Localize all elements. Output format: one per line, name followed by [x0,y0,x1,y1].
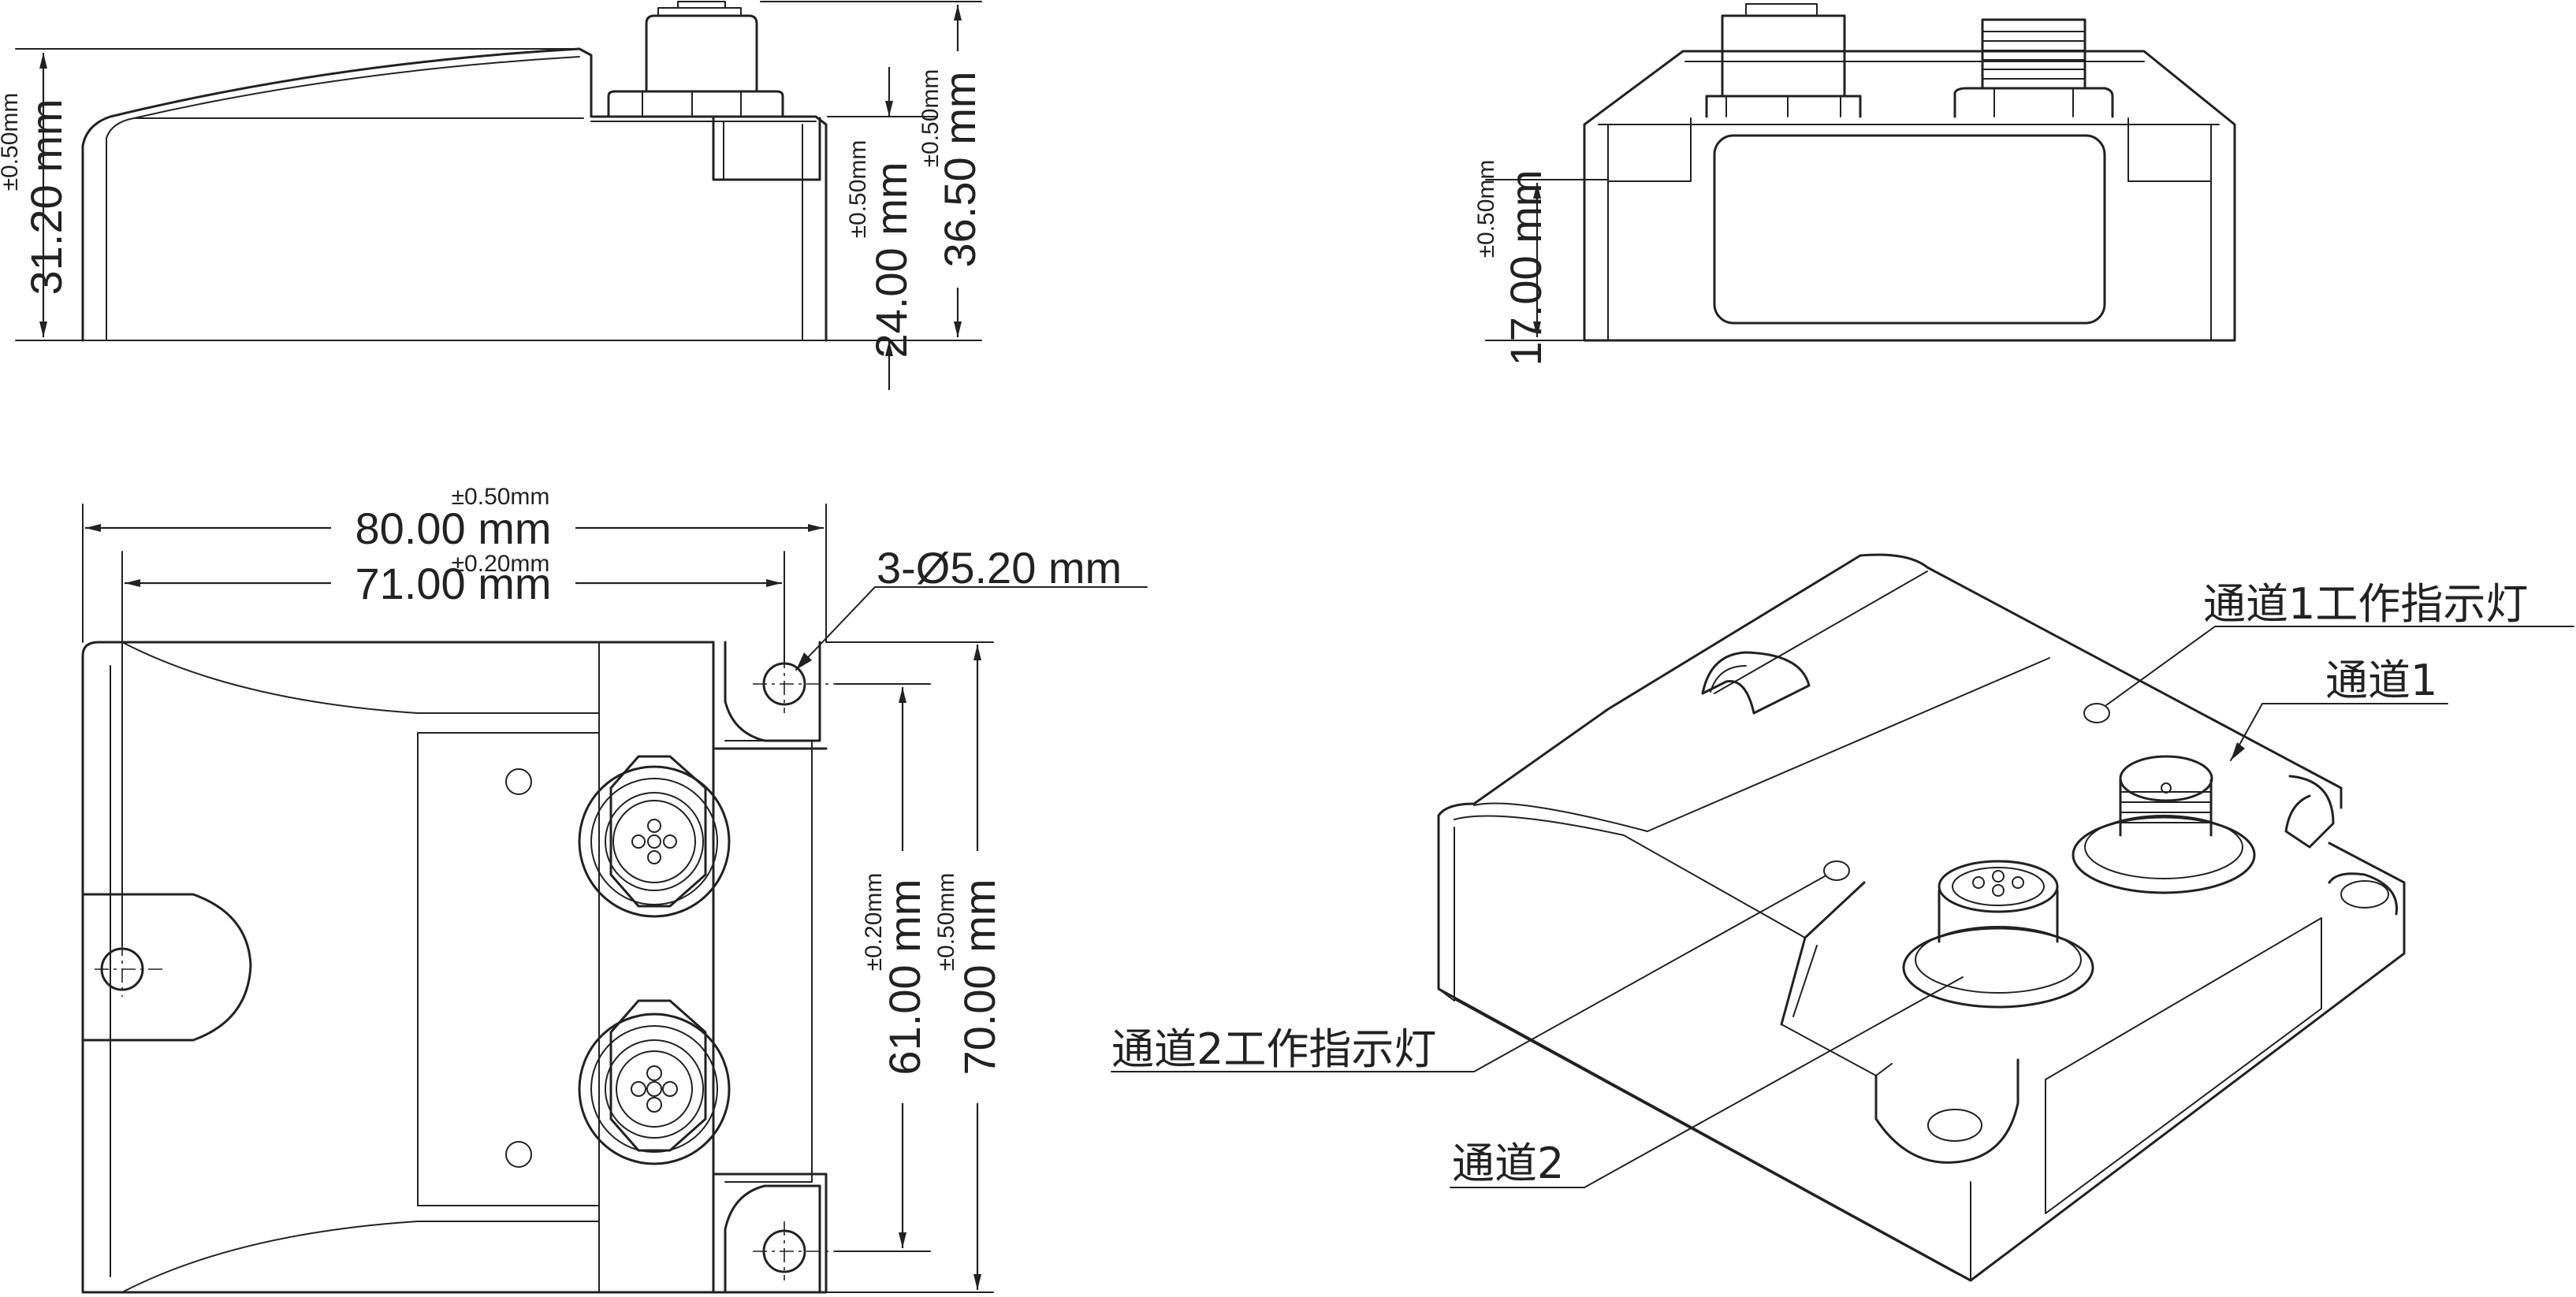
top-pitch-tol: ±0.20mm [452,551,550,577]
top-width-tol: ±0.50mm [452,484,550,510]
iso-connector-2 [1902,860,2094,1009]
top-width-value: 80.00 mm [356,504,552,553]
side-height-value: 31.20 mm [21,99,71,295]
top-depth-tol: ±0.50mm [933,873,959,972]
ch1-led-icon [2083,703,2110,723]
front-height-value: 17.00 mm [1501,170,1550,366]
side-total-tol: ±0.50mm [918,69,944,168]
side-view: 31.20 mm ±0.50mm 24.00 mm ±0.50mm 36.50 … [0,1,985,390]
side-body-value: 24.00 mm [866,162,916,359]
isometric-view: 通道1工作指示灯 通道1 通道2工作指示灯 通道2 [1111,553,2574,1282]
side-height-tol: ±0.50mm [0,93,23,191]
iso-connector-1 [2072,755,2256,894]
holes-value: 3-Ø5.20 mm [877,543,1122,593]
callout-ch1-led: 通道1工作指示灯 [2203,579,2528,629]
top-connector-2 [578,999,731,1165]
top-connector-1 [578,755,731,918]
top-span-value: 61.00 mm [880,879,929,1076]
top-pitch-value: 71.00 mm [356,559,552,608]
front-height-tol: ±0.50mm [1473,160,1499,258]
callout-ch2: 通道2 [1452,1139,1564,1188]
top-depth-value: 70.00 mm [955,879,1004,1076]
ch2-led-icon [1823,860,1850,881]
side-total-value: 36.50 mm [935,72,985,268]
callout-ch2-led: 通道2工作指示灯 [1111,1024,1436,1074]
top-span-tol: ±0.20mm [861,873,887,972]
front-view: 17.00 mm ±0.50mm [1473,3,2236,366]
callout-ch1: 通道1 [2325,656,2437,705]
top-view: 80.00 mm ±0.50mm 71.00 mm ±0.20mm 3-Ø5.2… [81,484,1148,1294]
side-body-tol: ±0.50mm [845,140,871,239]
